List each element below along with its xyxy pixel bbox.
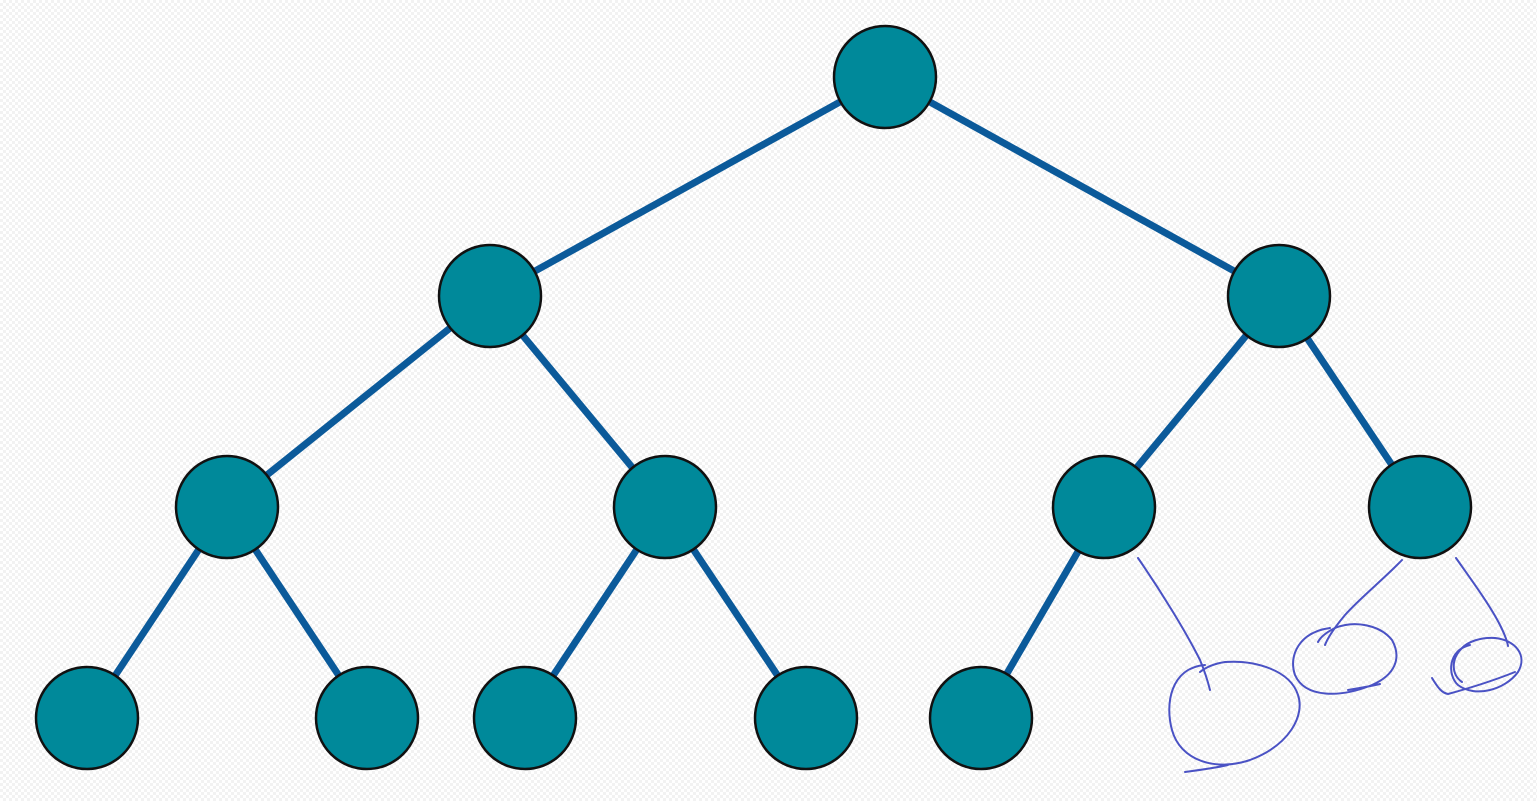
tree-node-n9 [314,665,420,771]
edge-n1-n3 [883,73,1281,300]
tree-node-n12 [928,665,1034,771]
edge-n1-n2 [488,73,887,300]
tree-node-n10 [472,665,578,771]
tree-node-n8 [34,665,140,771]
ink-node-n7-right [1431,636,1523,695]
ink-edge-n6-right [1137,557,1211,691]
tree-nodes [34,24,1473,771]
tree-node-n5 [612,454,718,560]
tree-node-n7 [1367,454,1473,560]
tree-node-n6 [1051,454,1157,560]
hand-drawn-annotations [1137,557,1523,773]
edge-n2-n4 [224,293,493,510]
tree-edges [84,73,1423,720]
ink-node-n6-right [1168,660,1301,773]
ink-node-n7-left [1292,623,1398,695]
tree-node-n4 [174,454,280,560]
ink-edge-n7-right [1455,557,1509,647]
tree-node-n2 [437,243,543,349]
tree-node-n11 [753,665,859,771]
ink-edge-n7-left [1324,559,1403,646]
tree-node-n3 [1226,243,1332,349]
tree-node-n1 [832,24,938,130]
